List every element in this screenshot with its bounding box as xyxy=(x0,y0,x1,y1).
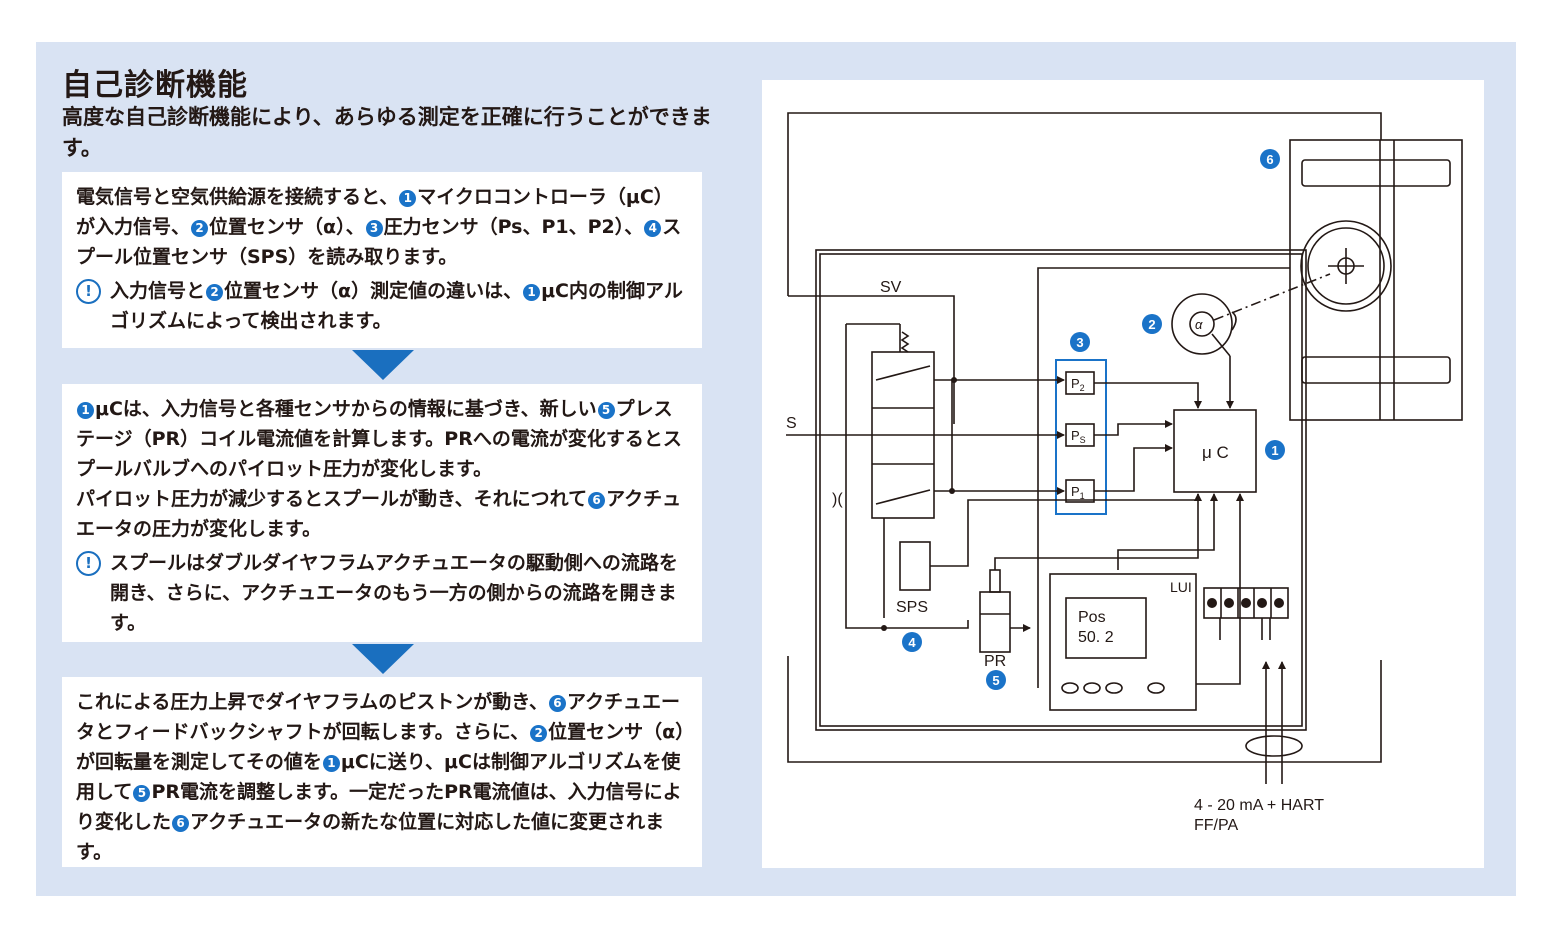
housing-outer xyxy=(815,249,1307,731)
badge-6: 6 xyxy=(1266,152,1273,167)
note-2: !スプールはダブルダイヤフラムアクチュエータの駆動側への流路を開き、さらに、アク… xyxy=(76,548,690,638)
label-s: S xyxy=(786,415,797,432)
spool-valve xyxy=(871,351,935,519)
actuator-bottom xyxy=(787,656,1382,763)
number-badge-1: 1 xyxy=(399,190,417,207)
terminal-block xyxy=(1203,587,1289,619)
badge-1: 1 xyxy=(1271,443,1278,458)
label-orifice: )( xyxy=(832,491,843,508)
number-badge-1: 1 xyxy=(322,755,340,772)
intro-text: 高度な自己診断機能により、あらゆる測定を正確に行うことができます。 xyxy=(62,105,712,160)
housing-inner xyxy=(819,253,1303,727)
position-sensor-alpha xyxy=(1171,293,1233,355)
feedback-wheel xyxy=(1300,220,1392,312)
electronics-region xyxy=(1037,267,1290,688)
badge-2: 2 xyxy=(1148,317,1155,332)
diagram-badges: 6 2 3 1 4 5 xyxy=(902,149,1285,690)
label-alpha: α xyxy=(1195,317,1203,332)
diaphragm-top xyxy=(1301,159,1451,187)
actuator-body xyxy=(1289,139,1463,421)
badge-4: 4 xyxy=(908,635,916,650)
page-title: 自己診断機能 xyxy=(62,68,248,103)
down-arrow-icon xyxy=(352,644,414,674)
actuator-outline xyxy=(787,112,1382,296)
label-ps: PS xyxy=(1071,428,1086,445)
number-badge-6: 6 xyxy=(588,492,606,509)
number-badge-1: 1 xyxy=(77,402,94,419)
number-badge-2: 2 xyxy=(530,725,548,742)
diaphragm-bottom xyxy=(1301,356,1451,384)
microcontroller-block xyxy=(1173,409,1257,493)
label-pos: Pos xyxy=(1078,609,1106,626)
exclamation-icon: ! xyxy=(76,279,101,304)
badge-3: 3 xyxy=(1076,335,1083,350)
number-badge-6: 6 xyxy=(548,695,566,712)
label-sv: SV xyxy=(880,279,902,296)
down-arrow-icon xyxy=(352,350,414,380)
spool-position-sensor xyxy=(899,541,931,591)
number-badge-2: 2 xyxy=(191,220,209,237)
number-badge-4: 4 xyxy=(644,220,662,237)
pressure-sensor-group xyxy=(1055,359,1107,515)
positioner-diagram: SV S SPS PR )( P2 PS P1 μ C α LUI Pos 50… xyxy=(762,80,1484,868)
label-p1: P1 xyxy=(1071,484,1085,501)
label-signal-ffpa: FF/PA xyxy=(1194,817,1238,834)
label-signal-hart: 4 - 20 mA + HART xyxy=(1194,797,1324,814)
lui-display xyxy=(1065,597,1147,659)
label-pr: PR xyxy=(984,653,1006,670)
number-badge-2: 2 xyxy=(206,284,224,301)
label-uc: μ C xyxy=(1202,443,1229,462)
diagram-svg: SV S SPS PR )( P2 PS P1 μ C α LUI Pos 50… xyxy=(786,112,1463,834)
number-badge-5: 5 xyxy=(597,402,615,419)
number-badge-3: 3 xyxy=(365,220,383,237)
exclamation-icon: ! xyxy=(76,551,101,576)
number-badge-5: 5 xyxy=(133,785,151,802)
local-user-interface xyxy=(1049,573,1197,711)
cable-gland xyxy=(1245,735,1303,757)
label-sps: SPS xyxy=(896,599,928,616)
label-p2: P2 xyxy=(1071,376,1085,393)
label-lui: LUI xyxy=(1170,579,1192,595)
number-badge-1: 1 xyxy=(523,284,541,301)
prestage-coil xyxy=(979,591,1011,653)
terminal-screws xyxy=(1207,598,1284,608)
badge-5: 5 xyxy=(992,673,999,688)
label-pos-value: 50. 2 xyxy=(1078,629,1114,646)
number-badge-6: 6 xyxy=(172,815,190,832)
